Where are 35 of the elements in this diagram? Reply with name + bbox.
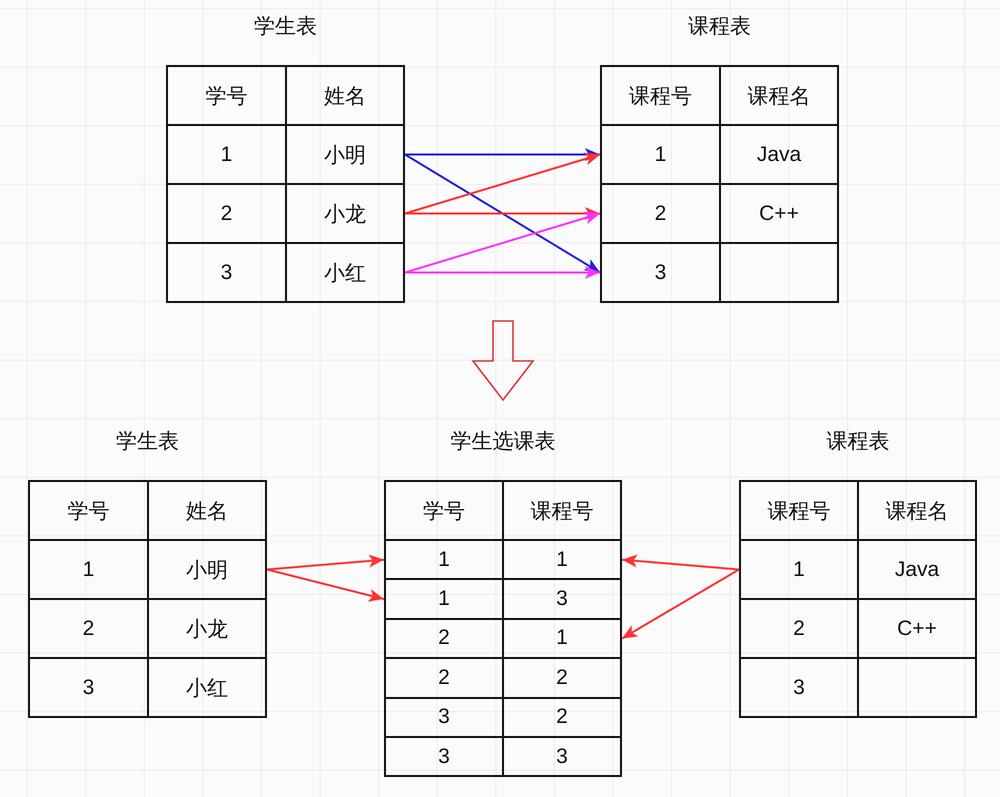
table-title: 课程表 xyxy=(826,429,890,455)
arrow xyxy=(405,266,600,279)
table-cell: 课程号 xyxy=(502,480,622,541)
table-title: 课程表 xyxy=(688,14,751,40)
table-title: 学生表 xyxy=(254,14,317,40)
arrow xyxy=(405,207,600,220)
table-cell: 姓名 xyxy=(285,65,405,126)
table-cell: 3 xyxy=(600,242,721,303)
table-cell: 姓名 xyxy=(147,480,267,541)
table-cell xyxy=(719,242,839,303)
table-cell: 课程号 xyxy=(600,65,721,126)
table-cell xyxy=(857,657,977,718)
arrow xyxy=(404,212,600,274)
table-cell: 学号 xyxy=(28,480,149,541)
table-cell: 小红 xyxy=(147,657,267,718)
table-cell: 课程名 xyxy=(719,65,839,126)
arrow xyxy=(266,554,384,570)
table-cell: 3 xyxy=(502,736,622,778)
arrow xyxy=(622,568,740,640)
arrow xyxy=(405,148,600,161)
table-cell: 3 xyxy=(166,242,287,303)
arrow xyxy=(622,554,740,570)
table-cell: 学号 xyxy=(384,480,504,541)
table-cell: 课程名 xyxy=(857,480,977,541)
table-cell: 3 xyxy=(384,736,504,778)
table-title: 学生选课表 xyxy=(450,429,556,455)
table-cell: 课程号 xyxy=(739,480,859,541)
table-title: 学生表 xyxy=(116,429,179,455)
arrow xyxy=(266,568,384,602)
table-cell: 学号 xyxy=(166,65,287,126)
table-cell: 3 xyxy=(739,657,859,718)
table-cell: 小红 xyxy=(285,242,405,303)
arrow xyxy=(404,152,600,214)
table-cell: 3 xyxy=(28,657,149,718)
arrow xyxy=(404,154,601,274)
